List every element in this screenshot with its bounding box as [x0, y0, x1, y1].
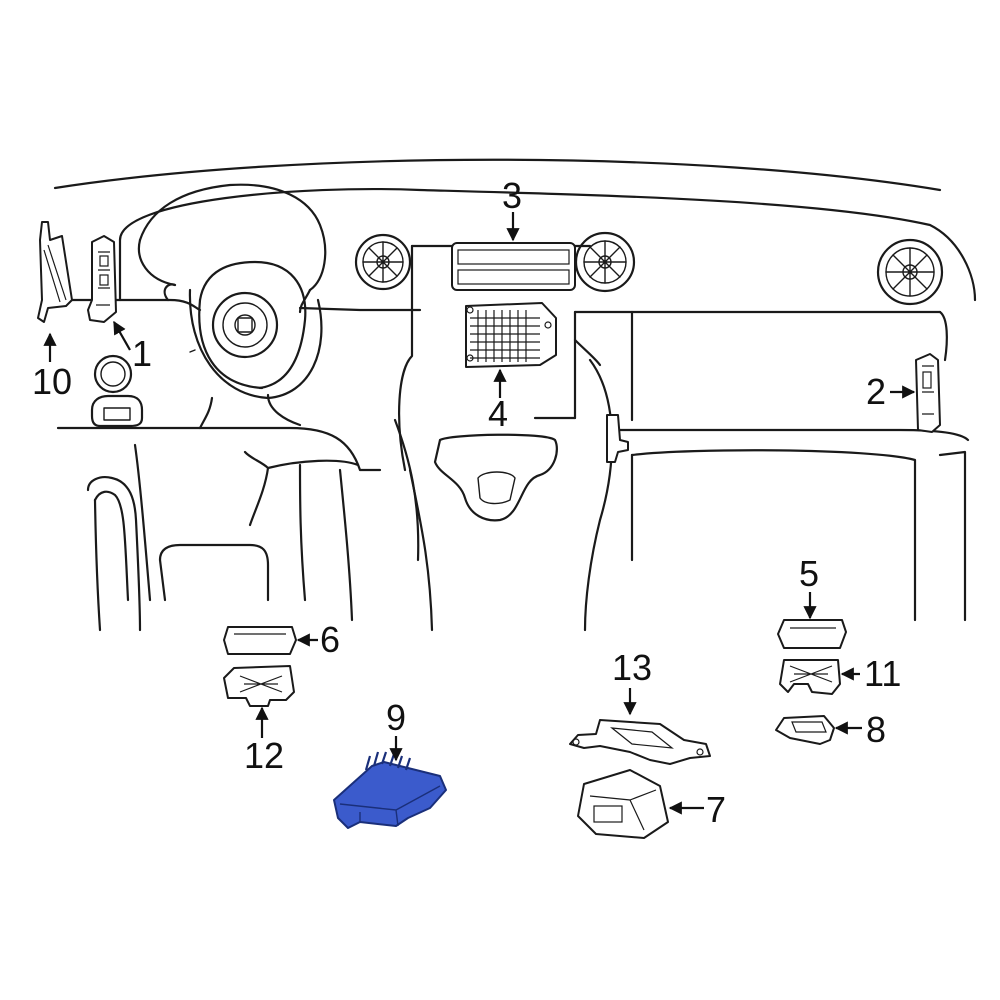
part-11-bracket	[779, 659, 841, 695]
part-1-module	[87, 235, 117, 323]
dashboard-outline	[53, 158, 977, 632]
callout-labels: 1 2 3 4 5 6 7 8 9 10 11 12 13	[32, 175, 901, 830]
part-10-bracket	[37, 221, 73, 323]
air-vent-center	[574, 231, 636, 293]
callout-11: 11	[864, 653, 901, 694]
callout-9: 9	[386, 697, 406, 738]
part-4-control-module	[465, 302, 557, 368]
air-vent-left	[354, 233, 412, 291]
callout-8: 8	[866, 709, 886, 750]
steering-wheel	[137, 183, 327, 430]
part-12-bracket	[223, 665, 295, 707]
part-3-display	[451, 242, 576, 291]
part-7-control-unit	[577, 769, 669, 839]
part-5-housing	[777, 619, 847, 649]
callout-7: 7	[706, 789, 726, 830]
part-9-body	[333, 761, 447, 829]
callout-arrows	[43, 212, 916, 815]
part-9-highlighted-module	[333, 751, 447, 829]
callout-1: 1	[132, 333, 152, 374]
air-vent-right	[876, 238, 944, 306]
callout-12: 12	[244, 735, 284, 776]
callout-10: 10	[32, 361, 72, 402]
left-switch-cluster	[90, 354, 144, 428]
part-6-housing	[223, 626, 297, 655]
callout-13: 13	[612, 647, 652, 688]
callout-3: 3	[502, 175, 522, 216]
callout-2: 2	[866, 371, 886, 412]
part-13-bracket	[569, 719, 711, 765]
callout-4: 4	[488, 393, 508, 434]
part-8-sensor	[775, 715, 835, 745]
callout-6: 6	[320, 619, 340, 660]
part-2-module	[915, 353, 941, 433]
callout-5: 5	[799, 553, 819, 594]
